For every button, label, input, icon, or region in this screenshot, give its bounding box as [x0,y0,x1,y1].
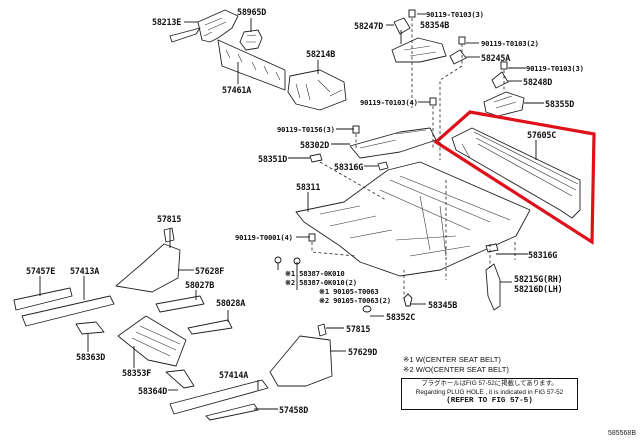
label-90119-T0156-3: 90119-T0156(3) [277,125,335,134]
label-58247D: 58247D [354,21,384,31]
label-90119-T0103-2: 90119-T0103(2) [481,39,539,48]
label-57457E: 57457E [26,266,56,276]
part-58247D-drawing [393,17,411,35]
part-58215G-58216D-drawing [485,263,501,311]
label-57461A: 57461A [222,85,252,95]
label-57628F: 57628F [195,266,225,276]
label-58027B: 58027B [185,280,215,290]
label-58248D: 58248D [523,77,553,87]
label-58351D: 58351D [258,154,288,164]
label-57413A: 57413A [70,266,100,276]
label-57815-right: 57815 [346,324,371,334]
part-58248D-drawing [491,71,509,89]
label-90119-T0103-3-right: 90119-T0103(3) [526,64,584,73]
part-58364D-drawing [165,369,195,389]
part-57629D-drawing [269,323,333,387]
label-90105-T0063-w: ※1 90105-T0063 [319,287,379,296]
reference-fig-link: (REFER TO FIG 57-5) [446,397,533,405]
label-58215G-RH: 58215G(RH) [514,274,563,284]
label-58316G-upper: 58316G [334,162,364,172]
part-58302D-drawing [349,127,437,159]
label-58213E: 58213E [152,17,182,27]
part-58311-drawing [295,161,531,277]
label-57605C: 57605C [527,130,557,140]
label-57458D: 57458D [279,405,309,415]
label-57629D: 57629D [348,347,378,357]
part-57461A-drawing [217,39,286,91]
label-58965D: 58965D [237,7,267,17]
label-90119-T0001-4: 90119-T0001(4) [235,233,293,242]
label-58216D-LH: 58216D(LH) [514,284,563,294]
part-58965D-drawing [239,29,263,51]
part-58214B-drawing [287,69,347,111]
highlight-box-57605C [433,110,596,245]
label-58363D: 58363D [76,352,106,362]
label-58387-0K010-wo: ※2 58387-0K010(2) [285,278,357,287]
label-58214B: 58214B [306,49,336,59]
part-57605C-drawing [451,127,581,219]
assembly-guide-lines [311,18,516,300]
reference-line-english: Regarding PLUG HOLE , it is indicated in… [415,389,564,396]
label-58302D: 58302D [300,140,330,150]
label-57815-left: 57815 [157,214,182,224]
figure-id: 585568B [607,430,636,437]
label-58353F: 58353F [122,368,152,378]
label-58028A: 58028A [216,298,246,308]
small-clips [274,153,499,313]
note-with-center-seat-belt: ※1 W(CENTER SEAT BELT) [403,355,501,364]
part-58353F-drawing [117,315,187,367]
label-57414A: 57414A [219,370,249,380]
leader-lines [39,13,544,410]
part-57628F-drawing [115,227,181,293]
plug-hole-reference-box: プラグホールはFIG 57-52に掲載してあります。 Regarding PLU… [401,378,578,410]
part-57458D-drawing [205,403,259,421]
label-58355D: 58355D [545,99,575,109]
part-57413A-drawing [21,295,115,327]
part-57414A-drawing [169,379,269,415]
label-58245A: 58245A [481,53,511,63]
label-90119-T0103-4: 90119-T0103(4) [360,98,418,107]
part-58213E-drawing [169,9,239,43]
label-58387-0K010-w: ※1 58387-0K010 [285,269,345,278]
part-58028A-drawing [187,319,233,335]
label-58352C: 58352C [386,312,416,322]
label-58316G-lower: 58316G [528,250,558,260]
label-90119-T0103-3-top: 90119-T0103(3) [426,10,484,19]
label-58311: 58311 [296,182,321,192]
part-58355D-drawing [483,91,525,117]
label-58345B: 58345B [428,300,458,310]
reference-line-japanese: プラグホールはFIG 57-52に掲載してあります。 [421,380,558,387]
note-without-center-seat-belt: ※2 W/O(CENTER SEAT BELT) [403,365,509,374]
part-58027B-drawing [155,295,205,313]
label-58364D: 58364D [138,386,168,396]
part-58363D-drawing [75,321,105,335]
fastener-bolts [308,9,508,242]
label-58354B: 58354B [420,20,450,30]
label-90105-T0063-wo: ※2 90105-T0063(2) [319,296,391,305]
part-58354B-drawing [391,37,447,63]
part-58245A-drawing [449,49,467,65]
part-57457E-drawing [13,287,73,311]
